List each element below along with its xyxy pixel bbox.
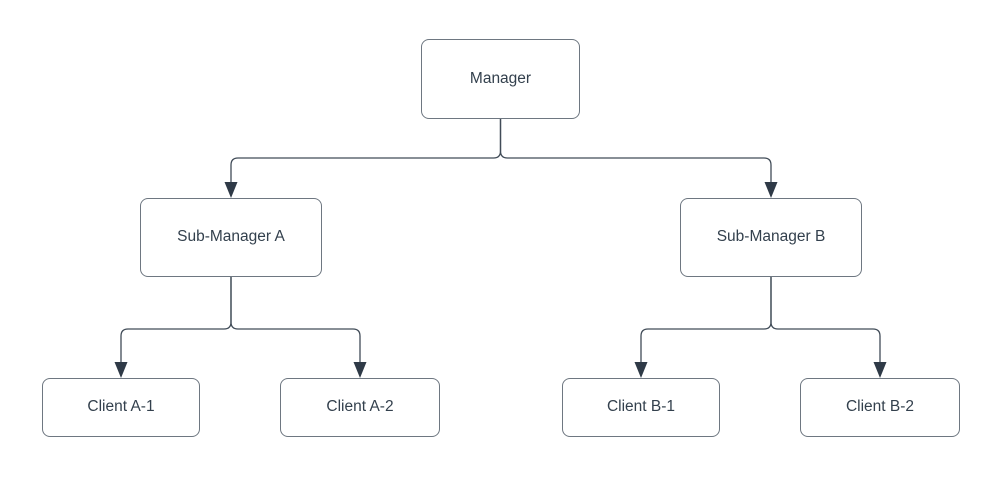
node-sub-manager-a-label: Sub-Manager A (177, 228, 285, 246)
node-sub-manager-b: Sub-Manager B (680, 198, 862, 277)
connector-sub-manager-a-to-client-a-1 (120, 277, 232, 364)
arrowhead-sub-manager-a-to-client-a-2 (353, 362, 367, 378)
node-client-a-1-label: Client A-1 (87, 398, 155, 416)
node-client-a-1: Client A-1 (42, 378, 200, 437)
node-manager-label: Manager (469, 69, 532, 87)
connector-manager-to-sub-manager-b (499, 119, 772, 184)
arrowhead-manager-to-sub-manager-b (764, 182, 778, 198)
node-sub-manager-b-label: Sub-Manager B (716, 228, 826, 246)
arrowhead-sub-manager-b-to-client-b-2 (873, 362, 887, 378)
node-manager: Manager (421, 39, 580, 119)
arrowhead-manager-to-sub-manager-a (224, 182, 238, 198)
node-client-a-2: Client A-2 (280, 378, 440, 437)
node-client-b-2-label: Client B-2 (845, 398, 915, 416)
arrowhead-sub-manager-a-to-client-a-1 (114, 362, 128, 378)
connector-sub-manager-b-to-client-b-1 (640, 277, 772, 364)
connector-manager-to-sub-manager-a (230, 119, 502, 184)
node-client-b-1-label: Client B-1 (606, 398, 676, 416)
node-client-b-2: Client B-2 (800, 378, 960, 437)
connector-sub-manager-b-to-client-b-2 (770, 277, 881, 364)
node-client-a-2-label: Client A-2 (326, 398, 394, 416)
arrowhead-sub-manager-b-to-client-b-1 (634, 362, 648, 378)
node-sub-manager-a: Sub-Manager A (140, 198, 322, 277)
node-client-b-1: Client B-1 (562, 378, 720, 437)
connector-sub-manager-a-to-client-a-2 (230, 277, 361, 364)
